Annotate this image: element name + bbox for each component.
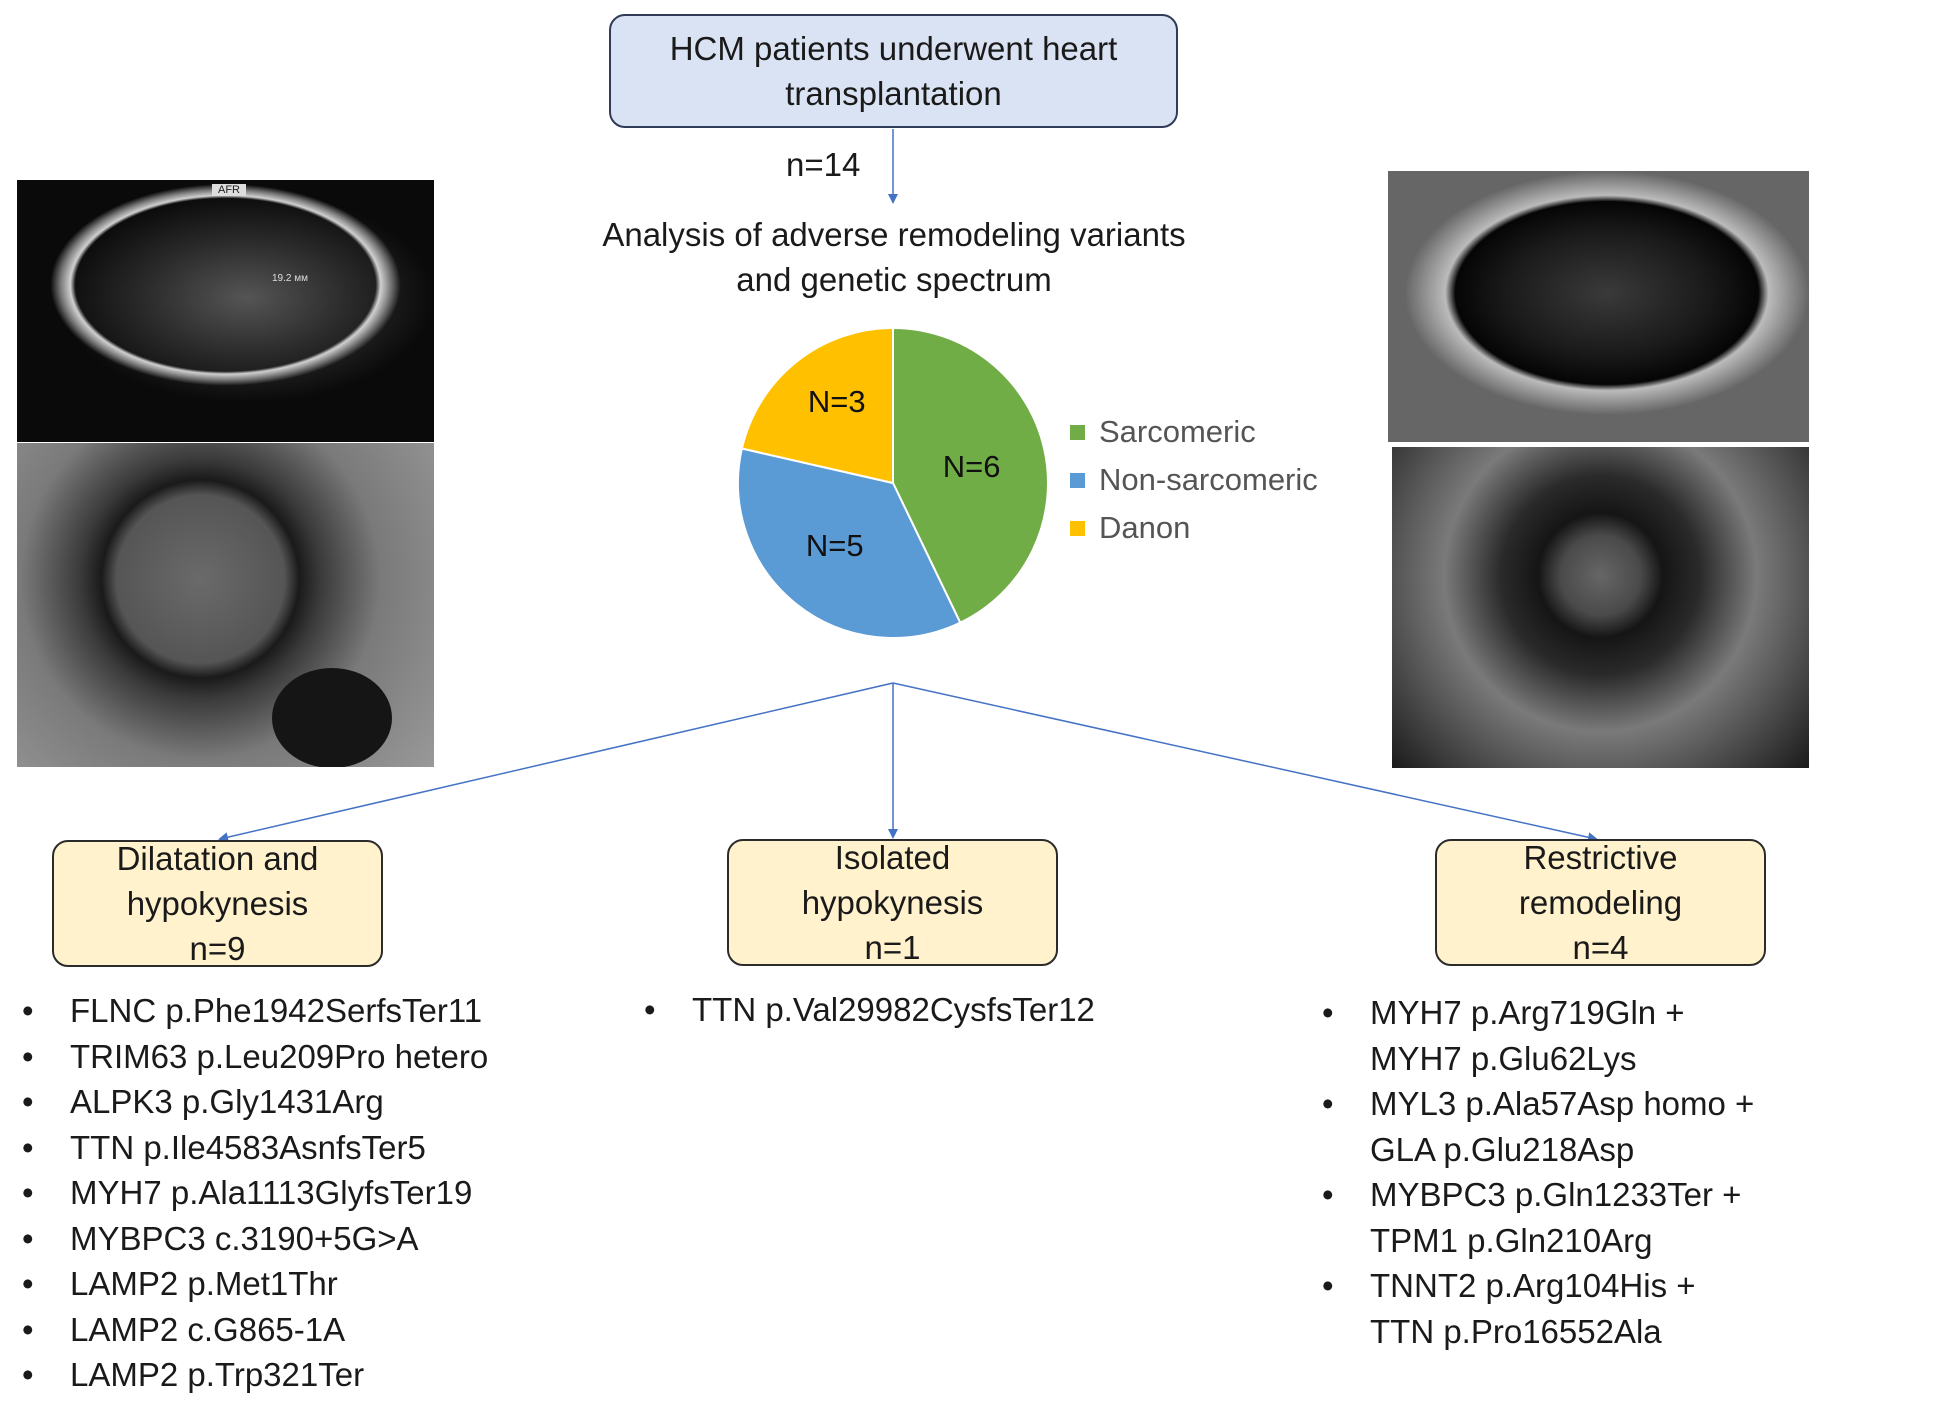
- variant-line-b: GLA p.Glu218Asp: [1370, 1130, 1635, 1168]
- variant-item: MYH7 p.Ala1113GlyfsTer19: [22, 1170, 488, 1216]
- legend-item-sarcomeric: Sarcomeric: [1070, 408, 1318, 456]
- mri-image-left-bottom: [17, 443, 434, 767]
- category-restrictive-line2: remodeling: [1518, 884, 1683, 921]
- legend-label-non-sarcomeric: Non-sarcomeric: [1099, 462, 1318, 497]
- top-box-hcm-transplant: HCM patients underwent heart transplanta…: [609, 14, 1178, 128]
- variant-list-restrictive: MYH7 p.Arg719Gln + MYH7 p.Glu62Lys MYL3 p…: [1322, 990, 1754, 1354]
- variant-item: MYH7 p.Arg719Gln + MYH7 p.Glu62Lys: [1322, 990, 1754, 1081]
- category-dilatation-line2: hypokynesis: [126, 885, 309, 922]
- top-box-line2: transplantation: [785, 75, 1002, 112]
- mri-image-left-top: AFR 19.2 мм: [17, 180, 434, 442]
- category-isolated-line1: Isolated: [834, 839, 951, 876]
- pie-label-danon: N=3: [808, 384, 866, 419]
- variant-item: MYBPC3 p.Gln1233Ter + TPM1 p.Gln210Arg: [1322, 1172, 1754, 1263]
- arrow-to-left-category: [218, 682, 894, 843]
- variant-line-a: TNNT2 p.Arg104His +: [1370, 1267, 1696, 1304]
- variant-line-a: MYBPC3 p.Gln1233Ter +: [1370, 1176, 1742, 1213]
- pie-slice-danon: [740, 326, 894, 485]
- variant-line-b: TPM1 p.Gln210Arg: [1370, 1221, 1653, 1259]
- variant-item: LAMP2 c.G865-1A: [22, 1307, 488, 1353]
- legend-item-danon: Danon: [1070, 504, 1318, 552]
- pie-slice-non-sarcomeric: [737, 447, 962, 639]
- variant-item: ALPK3 p.Gly1431Arg: [22, 1079, 488, 1125]
- variant-list-dilatation: FLNC p.Phe1942SerfsTer11 TRIM63 p.Leu209…: [22, 988, 488, 1398]
- pie-chart: N=6N=5 N=3: [737, 326, 1049, 639]
- arrow-to-right-category: [892, 682, 1598, 843]
- category-box-dilatation: Dilatation and hypokynesis n=9: [52, 840, 383, 967]
- analysis-line2: and genetic spectrum: [736, 261, 1052, 298]
- variant-list-isolated: TTN p.Val29982CysfsTer12: [644, 987, 1095, 1033]
- mri-measure-label: 19.2 мм: [272, 273, 308, 284]
- variant-item: TTN p.Ile4583AsnfsTer5: [22, 1125, 488, 1171]
- legend-swatch-non-sarcomeric: [1070, 472, 1085, 488]
- variant-item: FLNC p.Phe1942SerfsTer11: [22, 988, 488, 1034]
- variant-item: TRIM63 p.Leu209Pro hetero: [22, 1034, 488, 1080]
- mri-image-right-top: [1388, 171, 1809, 442]
- category-dilatation-line1: Dilatation and: [116, 840, 319, 877]
- pie-slice-sarcomeric: [892, 326, 1049, 624]
- variant-line-a: MYH7 p.Arg719Gln +: [1370, 994, 1685, 1031]
- analysis-line1: Analysis of adverse remodeling variants: [602, 216, 1186, 253]
- variant-item: MYL3 p.Ala57Asp homo + GLA p.Glu218Asp: [1322, 1081, 1754, 1172]
- variant-item: LAMP2 p.Met1Thr: [22, 1261, 488, 1307]
- variant-item: TTN p.Val29982CysfsTer12: [644, 987, 1095, 1033]
- variant-item: MYBPC3 c.3190+5G>A: [22, 1216, 488, 1262]
- pie-legend: Sarcomeric Non-sarcomeric Danon: [1070, 408, 1318, 552]
- legend-item-non-sarcomeric: Non-sarcomeric: [1070, 456, 1318, 504]
- legend-label-sarcomeric: Sarcomeric: [1099, 414, 1256, 449]
- n-total-label: n=14: [786, 146, 861, 183]
- pie-label-non-sarcomeric: N=5: [806, 528, 864, 563]
- legend-swatch-sarcomeric: [1070, 424, 1085, 440]
- variant-line-b: TTN p.Pro16552Ala: [1370, 1312, 1662, 1350]
- legend-swatch-danon: [1070, 520, 1085, 536]
- category-dilatation-count: n=9: [189, 930, 246, 967]
- category-box-restrictive: Restrictive remodeling n=4: [1435, 839, 1766, 966]
- variant-item: LAMP2 p.Trp321Ter: [22, 1352, 488, 1398]
- variant-line-a: MYL3 p.Ala57Asp homo +: [1370, 1085, 1755, 1122]
- category-isolated-line2: hypokynesis: [801, 884, 984, 921]
- pie-label-sarcomeric: N=6: [943, 449, 1001, 484]
- mri-label-afr: AFR: [212, 184, 246, 196]
- category-isolated-count: n=1: [864, 929, 921, 966]
- category-box-isolated: Isolated hypokynesis n=1: [727, 839, 1058, 966]
- category-restrictive-line1: Restrictive: [1523, 839, 1678, 876]
- top-box-line1: HCM patients underwent heart: [669, 30, 1118, 67]
- category-restrictive-count: n=4: [1572, 929, 1629, 966]
- legend-label-danon: Danon: [1099, 510, 1191, 545]
- mri-image-right-bottom: [1392, 447, 1809, 768]
- analysis-heading: Analysis of adverse remodeling variants …: [560, 212, 1228, 302]
- variant-item: TNNT2 p.Arg104His + TTN p.Pro16552Ala: [1322, 1263, 1754, 1354]
- variant-line-b: MYH7 p.Glu62Lys: [1370, 1039, 1637, 1077]
